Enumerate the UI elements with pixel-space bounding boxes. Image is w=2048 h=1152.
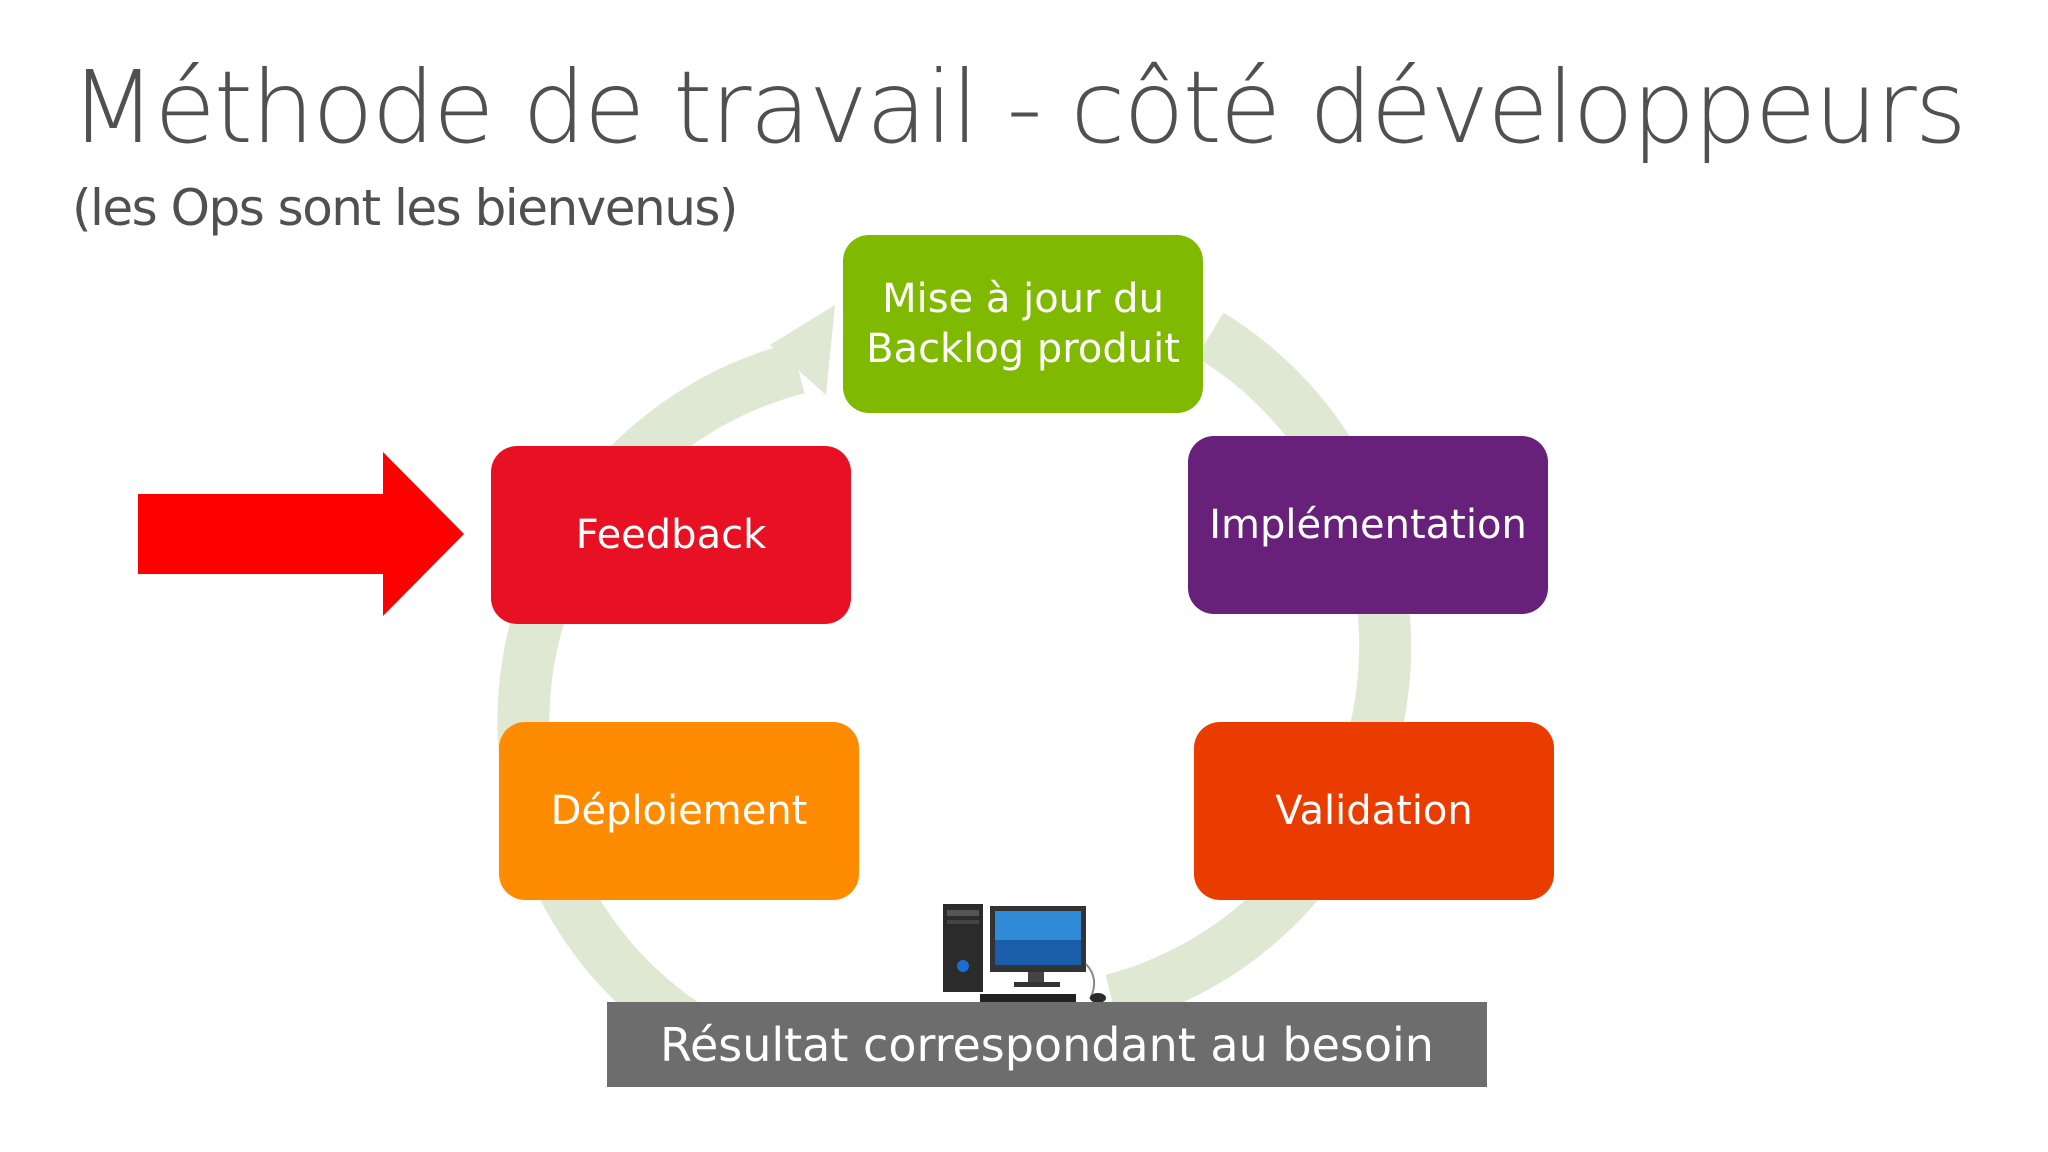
step-deployment: Déploiement [499,722,859,900]
desktop-computer-icon [940,904,1115,1008]
step-validation: Validation [1194,722,1554,900]
ring-segment-right [1105,312,1412,1026]
slide-title: Méthode de travail - côté développeurs [70,49,1967,166]
ring-arrowhead [770,305,835,395]
step-feedback: Feedback [491,446,851,624]
result-banner: Résultat correspondant au besoin [607,1002,1487,1087]
ring-segment-left [497,342,805,1050]
step-backlog-update: Mise à jour du Backlog produit [843,235,1203,413]
red-arrow-icon [138,452,468,620]
slide-subtitle: (les Ops sont les bienvenus) [72,179,738,237]
step-implementation: Implémentation [1188,436,1548,614]
